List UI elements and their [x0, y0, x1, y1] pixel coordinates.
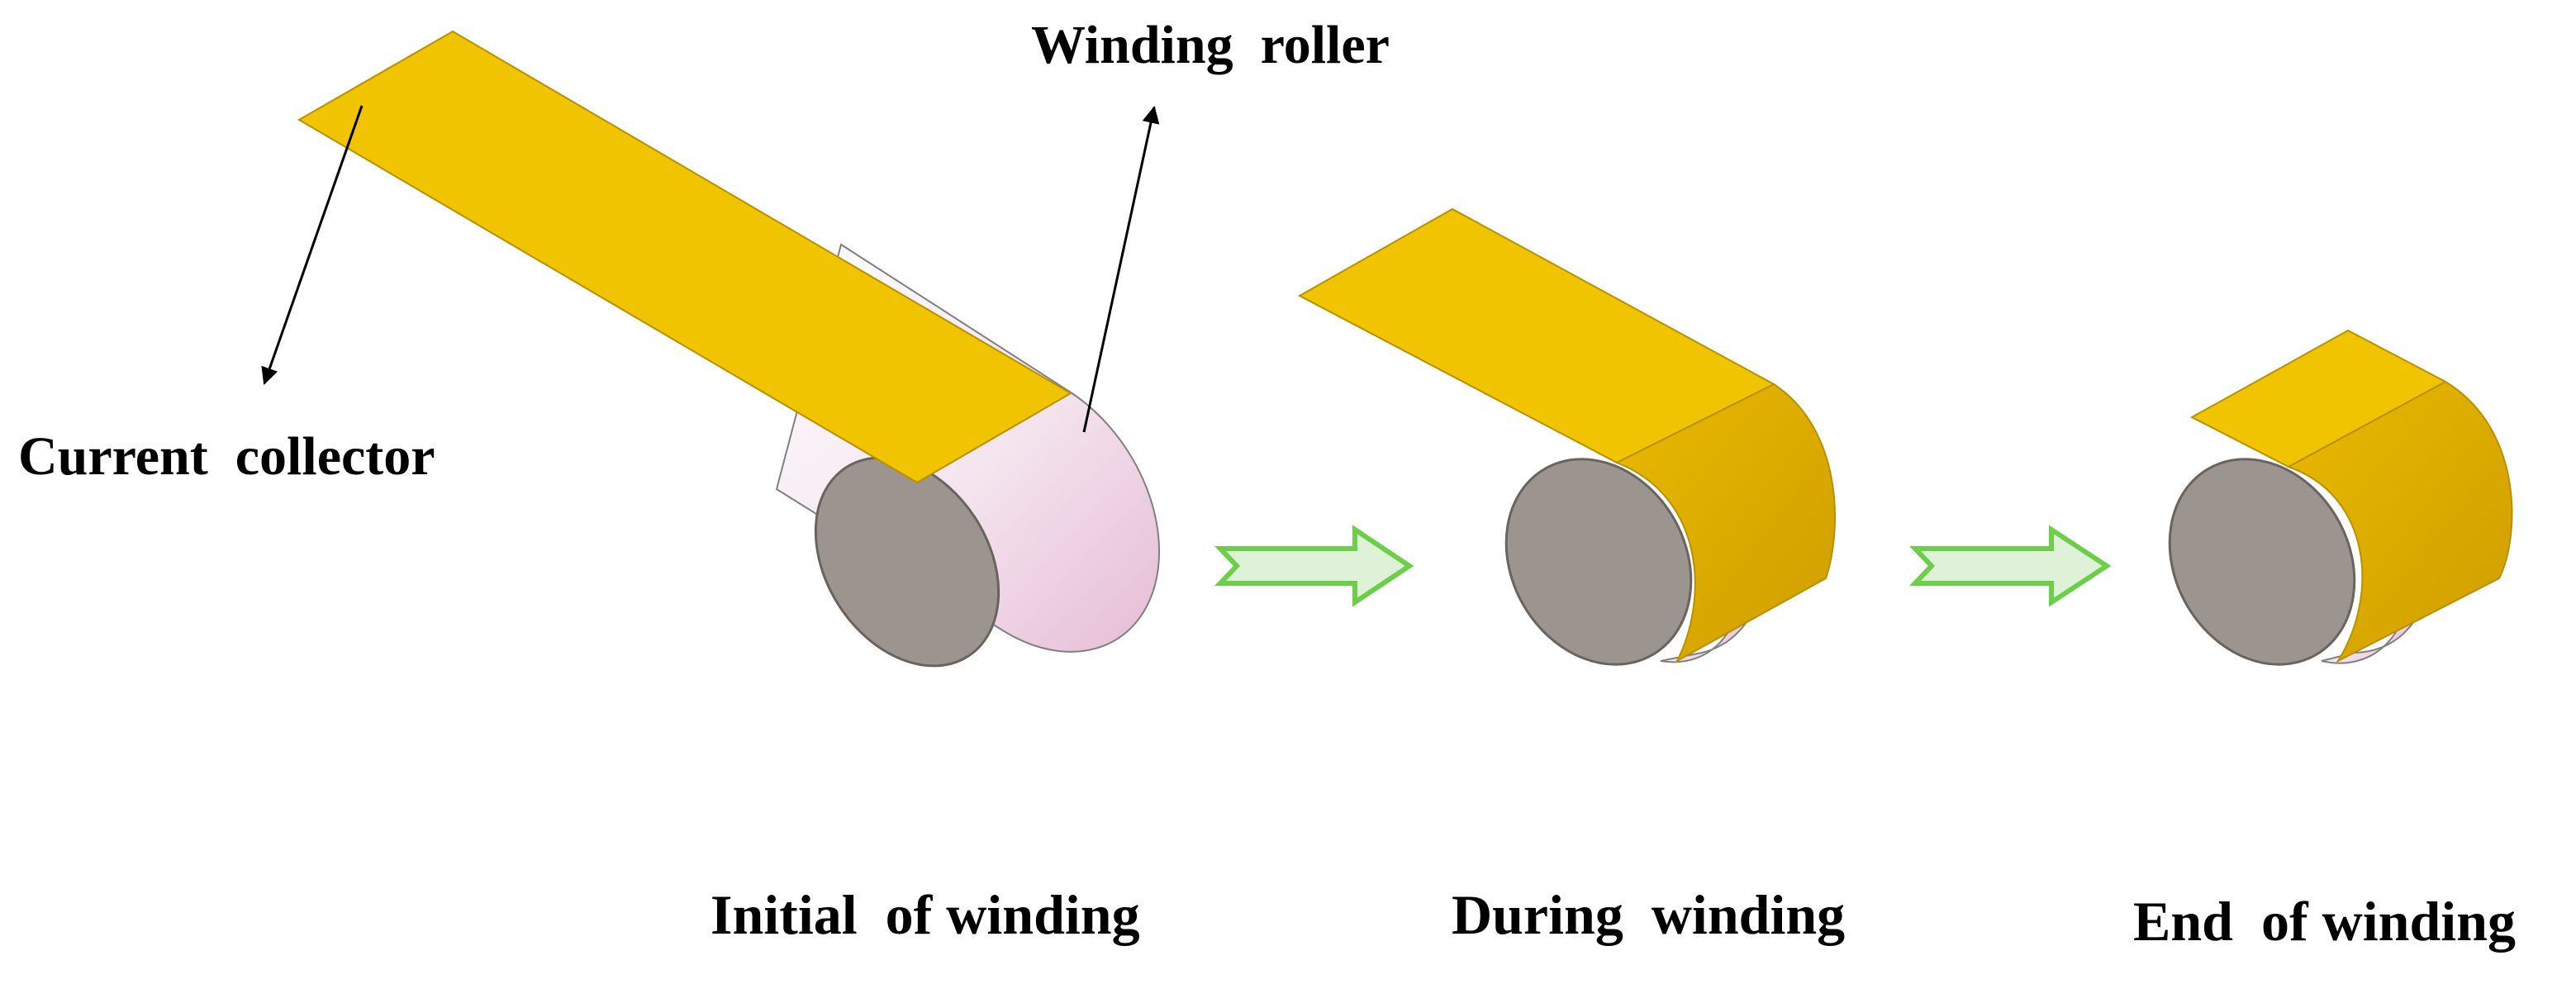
stage-initial-illustration [297, 30, 1161, 668]
stage-end-label: End of winding [2133, 890, 2516, 953]
stage-during-label: During winding [1452, 883, 1845, 946]
during-foil-wrap [1614, 383, 1836, 663]
current-collector-label: Current collector [18, 426, 435, 487]
stage-during-illustration [1297, 207, 1836, 666]
end-foil-wrap [2286, 380, 2513, 663]
process-arrow-2-shape [1909, 525, 2112, 607]
winding-roller-label: Winding roller [1031, 15, 1390, 75]
process-arrow-1 [1214, 525, 1414, 607]
initial-roller-face [814, 456, 1000, 668]
current-collector-leader [261, 105, 364, 385]
process-arrow-2 [1909, 525, 2112, 607]
process-arrow-1-shape [1214, 525, 1414, 607]
winding-roller-leader [1082, 105, 1160, 433]
stage-initial-label: Initial of winding [711, 883, 1140, 946]
end-roller-face [2168, 458, 2356, 666]
during-roller-face [1504, 458, 1693, 666]
current-collector-foil [297, 30, 1072, 484]
stage-end-illustration [2168, 329, 2513, 666]
